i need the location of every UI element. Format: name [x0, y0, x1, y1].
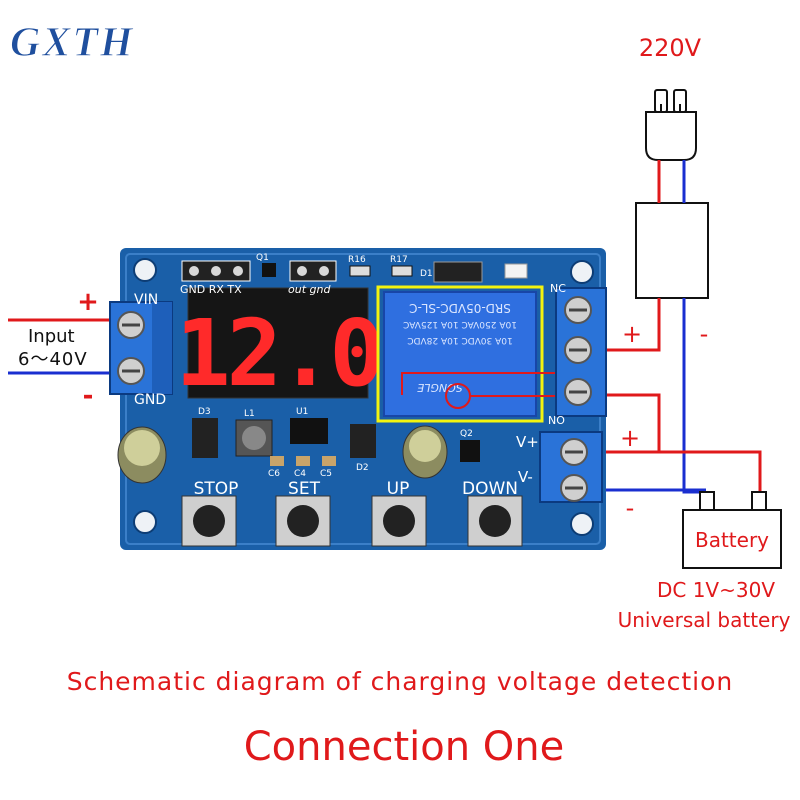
label-u1: U1 [296, 407, 308, 417]
label-d2: D2 [356, 463, 369, 473]
relay-rating-2: 10A 30VDC 10A 28VDC [407, 335, 512, 345]
label-d3: D3 [198, 407, 211, 417]
input-range: 6～40V [18, 349, 88, 370]
relay-terminal-block [555, 287, 607, 417]
battery-label: Battery [695, 528, 769, 552]
resistor-r16 [349, 265, 371, 277]
label-q2: Q2 [460, 429, 473, 439]
pin-header-output [289, 260, 337, 282]
label-r17: R17 [390, 255, 408, 265]
stop-button[interactable] [181, 495, 237, 547]
transistor-q1 [262, 263, 276, 277]
relay-brand: SONGLE [417, 381, 463, 394]
relay-model: SRD-05VDC-SL-C [409, 301, 511, 315]
capacitor-c4 [296, 456, 310, 466]
label-r16: R16 [348, 255, 366, 265]
pin-header-serial [181, 260, 251, 282]
wire-adapter-negative [682, 298, 706, 494]
vin-label: VIN [134, 292, 158, 308]
relay-rating-1: 10A 250VAC 10A 125VAC [403, 319, 517, 329]
relay-plus-sign: + [622, 320, 642, 348]
diode-d1 [433, 261, 483, 283]
wire-adapter-positive [595, 298, 661, 352]
seven-segment-display [187, 287, 369, 399]
caption-title: Connection One [244, 724, 565, 770]
header-output-label: out gnd [288, 283, 331, 296]
relay-internal-wire [401, 372, 595, 395]
header-serial-label: GND RX TX [180, 283, 242, 296]
wire-battery-positive [600, 450, 762, 492]
set-button-label: SET [288, 479, 321, 499]
brand-logo: GXTH [10, 20, 135, 66]
battery-minus-sign: - [626, 494, 635, 522]
gnd-label: GND [134, 392, 166, 408]
display-reading: 12.0 [175, 300, 381, 407]
input-title: Input [28, 326, 75, 347]
capacitor-c5 [322, 456, 336, 466]
input-terminal-block [109, 301, 173, 395]
transistor-q2 [460, 440, 480, 462]
diode-d3 [192, 418, 218, 458]
relay-minus-sign: - [700, 320, 709, 348]
label-q1: Q1 [256, 253, 269, 263]
led-indicator [504, 263, 528, 279]
power-label: 220V [639, 34, 702, 62]
label-c5: C5 [320, 469, 332, 479]
input-minus-sign: - [83, 381, 94, 411]
capacitor-right [402, 425, 448, 479]
vminus-label: V- [518, 468, 533, 486]
diode-d2 [350, 424, 376, 458]
input-plus-sign: + [77, 287, 99, 317]
up-button[interactable] [371, 495, 427, 547]
capacitor-c6 [270, 456, 284, 466]
power-adapter-box [635, 202, 709, 299]
down-button-label: DOWN [462, 479, 518, 499]
resistor-r17 [391, 265, 413, 277]
inductor-coil [242, 426, 266, 450]
no-label: NO [548, 414, 565, 427]
caption-subtitle: Schematic diagram of charging voltage de… [67, 667, 734, 696]
nc-label: NC [550, 282, 566, 295]
battery-plus-sign: + [620, 424, 640, 452]
capacitor-left [117, 426, 167, 484]
up-button-label: UP [387, 479, 410, 499]
set-button[interactable] [275, 495, 331, 547]
output-terminal-block [539, 431, 603, 503]
label-c4: C4 [294, 469, 306, 479]
battery-spec-voltage: DC 1V~30V [657, 578, 775, 602]
label-d1: D1 [420, 269, 433, 279]
power-plug-icon [645, 89, 697, 161]
label-c6: C6 [268, 469, 280, 479]
ic-u1 [290, 418, 328, 444]
battery-icon [682, 491, 782, 569]
down-button[interactable] [467, 495, 523, 547]
battery-spec-universal: Universal battery [618, 608, 791, 632]
stop-button-label: STOP [194, 479, 239, 499]
vplus-label: V+ [516, 433, 539, 451]
label-l1: L1 [244, 409, 255, 419]
